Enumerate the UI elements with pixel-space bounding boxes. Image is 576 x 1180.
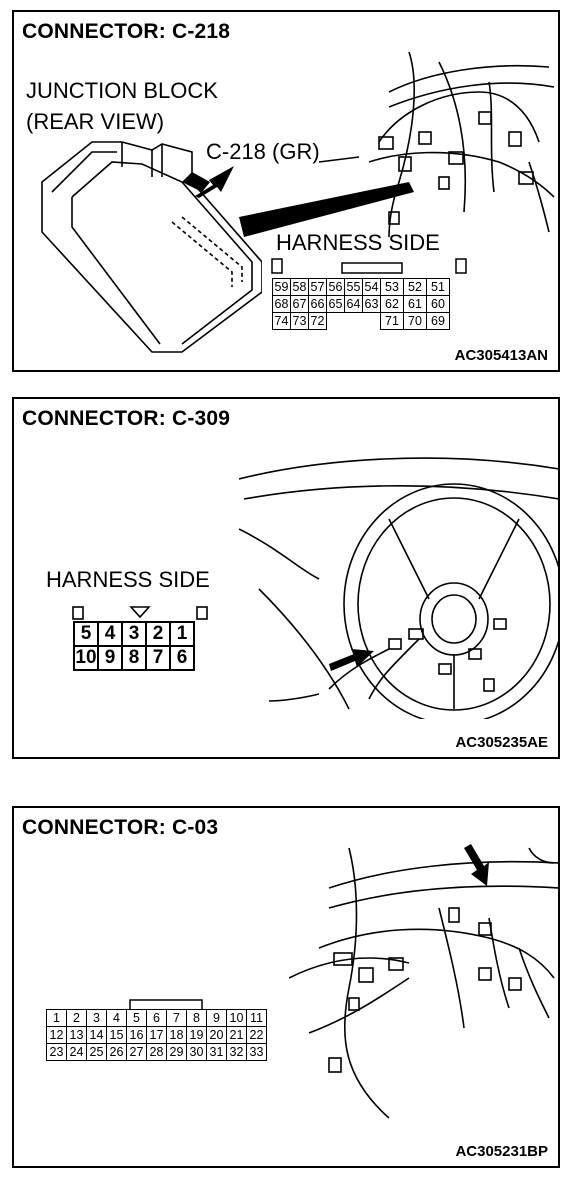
connector-housing-outline <box>72 606 208 620</box>
pin: 66 <box>308 295 327 313</box>
pin: 72 <box>308 312 327 330</box>
pin: 4 <box>97 621 123 647</box>
pin: 9 <box>206 1009 227 1027</box>
pin: 55 <box>344 278 363 296</box>
pin: 69 <box>426 312 450 330</box>
pin: 68 <box>272 295 291 313</box>
dashboard-harness-drawing <box>289 844 558 1119</box>
pin: 23 <box>46 1043 67 1061</box>
pin: 26 <box>106 1043 127 1061</box>
panel-title: CONNECTOR: C-218 <box>22 20 231 43</box>
pin: 1 <box>46 1009 67 1027</box>
pin: 7 <box>166 1009 187 1027</box>
figure-code: AC305231BP <box>455 1143 548 1160</box>
pin: 2 <box>66 1009 87 1027</box>
dashboard-harness-drawing <box>239 51 555 238</box>
connector-c03-panel: CONNECTOR: C-03 1 2 3 4 5 6 7 8 9 10 11 … <box>12 806 560 1168</box>
pin: 71 <box>380 312 404 330</box>
pin: 64 <box>344 295 363 313</box>
pin: 56 <box>326 278 345 296</box>
pin: 18 <box>166 1026 187 1044</box>
pin: 70 <box>403 312 427 330</box>
pin: 57 <box>308 278 327 296</box>
pin: 13 <box>66 1026 87 1044</box>
pin: 6 <box>146 1009 167 1027</box>
pin: 63 <box>362 295 381 313</box>
pin: 59 <box>272 278 291 296</box>
pin: 28 <box>146 1043 167 1061</box>
pin: 2 <box>145 621 171 647</box>
connector-c218-panel: CONNECTOR: C-218 JUNCTION BLOCK (REAR VI… <box>12 10 560 372</box>
pin: 54 <box>362 278 381 296</box>
pointer-arrow <box>195 166 234 198</box>
pin: 20 <box>206 1026 227 1044</box>
pin: 15 <box>106 1026 127 1044</box>
pin: 7 <box>145 645 171 671</box>
connector-housing-outline <box>129 999 203 1010</box>
connector-c218-pin-grid: 59 58 57 56 55 54 53 52 51 68 67 66 65 6… <box>272 278 450 330</box>
pin: 73 <box>290 312 309 330</box>
pin: 11 <box>246 1009 267 1027</box>
junction-block-drawing <box>41 141 262 353</box>
pin: 8 <box>121 645 147 671</box>
pin: 25 <box>86 1043 107 1061</box>
pin: 6 <box>169 645 195 671</box>
connector-c03-pin-grid: 1 2 3 4 5 6 7 8 9 10 11 12 13 14 15 16 1… <box>46 1009 267 1061</box>
pin: 9 <box>97 645 123 671</box>
pin: 65 <box>326 295 345 313</box>
pin: 27 <box>126 1043 147 1061</box>
connector-c309-panel: CONNECTOR: C-309 HARNESS SIDE 5 4 3 2 1 … <box>12 397 560 759</box>
pin: 16 <box>126 1026 147 1044</box>
pin: 30 <box>186 1043 207 1061</box>
panel-title: CONNECTOR: C-03 <box>22 816 219 839</box>
pin: 21 <box>226 1026 247 1044</box>
pin: 12 <box>46 1026 67 1044</box>
harness-side-label: HARNESS SIDE <box>46 567 210 592</box>
pin: 60 <box>426 295 450 313</box>
pin: 51 <box>426 278 450 296</box>
pin: 3 <box>121 621 147 647</box>
pin: 32 <box>226 1043 247 1061</box>
pin: 67 <box>290 295 309 313</box>
harness-side-label: HARNESS SIDE <box>276 230 440 255</box>
pin: 53 <box>380 278 404 296</box>
pin: 4 <box>106 1009 127 1027</box>
pin: 62 <box>380 295 404 313</box>
steering-wheel-drawing <box>239 457 558 719</box>
pin: 24 <box>66 1043 87 1061</box>
rear-view-label: (REAR VIEW) <box>26 109 165 134</box>
pin: 58 <box>290 278 309 296</box>
connector-c309-pin-grid: 5 4 3 2 1 10 9 8 7 6 <box>73 621 195 671</box>
pin: 22 <box>246 1026 267 1044</box>
pin: 31 <box>206 1043 227 1061</box>
pin: 1 <box>169 621 195 647</box>
pin: 17 <box>146 1026 167 1044</box>
pin: 74 <box>272 312 291 330</box>
connector-color-label: C-218 (GR) <box>206 139 320 164</box>
pin: 8 <box>186 1009 207 1027</box>
pin: 61 <box>403 295 427 313</box>
pin: 33 <box>246 1043 267 1061</box>
pin: 5 <box>126 1009 147 1027</box>
junction-block-label: JUNCTION BLOCK <box>26 78 218 103</box>
pin: 19 <box>186 1026 207 1044</box>
pin: 5 <box>73 621 99 647</box>
pin: 10 <box>226 1009 247 1027</box>
pin: 10 <box>73 645 99 671</box>
pin: 52 <box>403 278 427 296</box>
pin: 29 <box>166 1043 187 1061</box>
figure-code: AC305235AE <box>455 734 548 751</box>
pin: 3 <box>86 1009 107 1027</box>
pin: 14 <box>86 1026 107 1044</box>
figure-code: AC305413AN <box>454 347 548 364</box>
connector-housing-outline <box>271 258 467 274</box>
panel-title: CONNECTOR: C-309 <box>22 407 231 430</box>
